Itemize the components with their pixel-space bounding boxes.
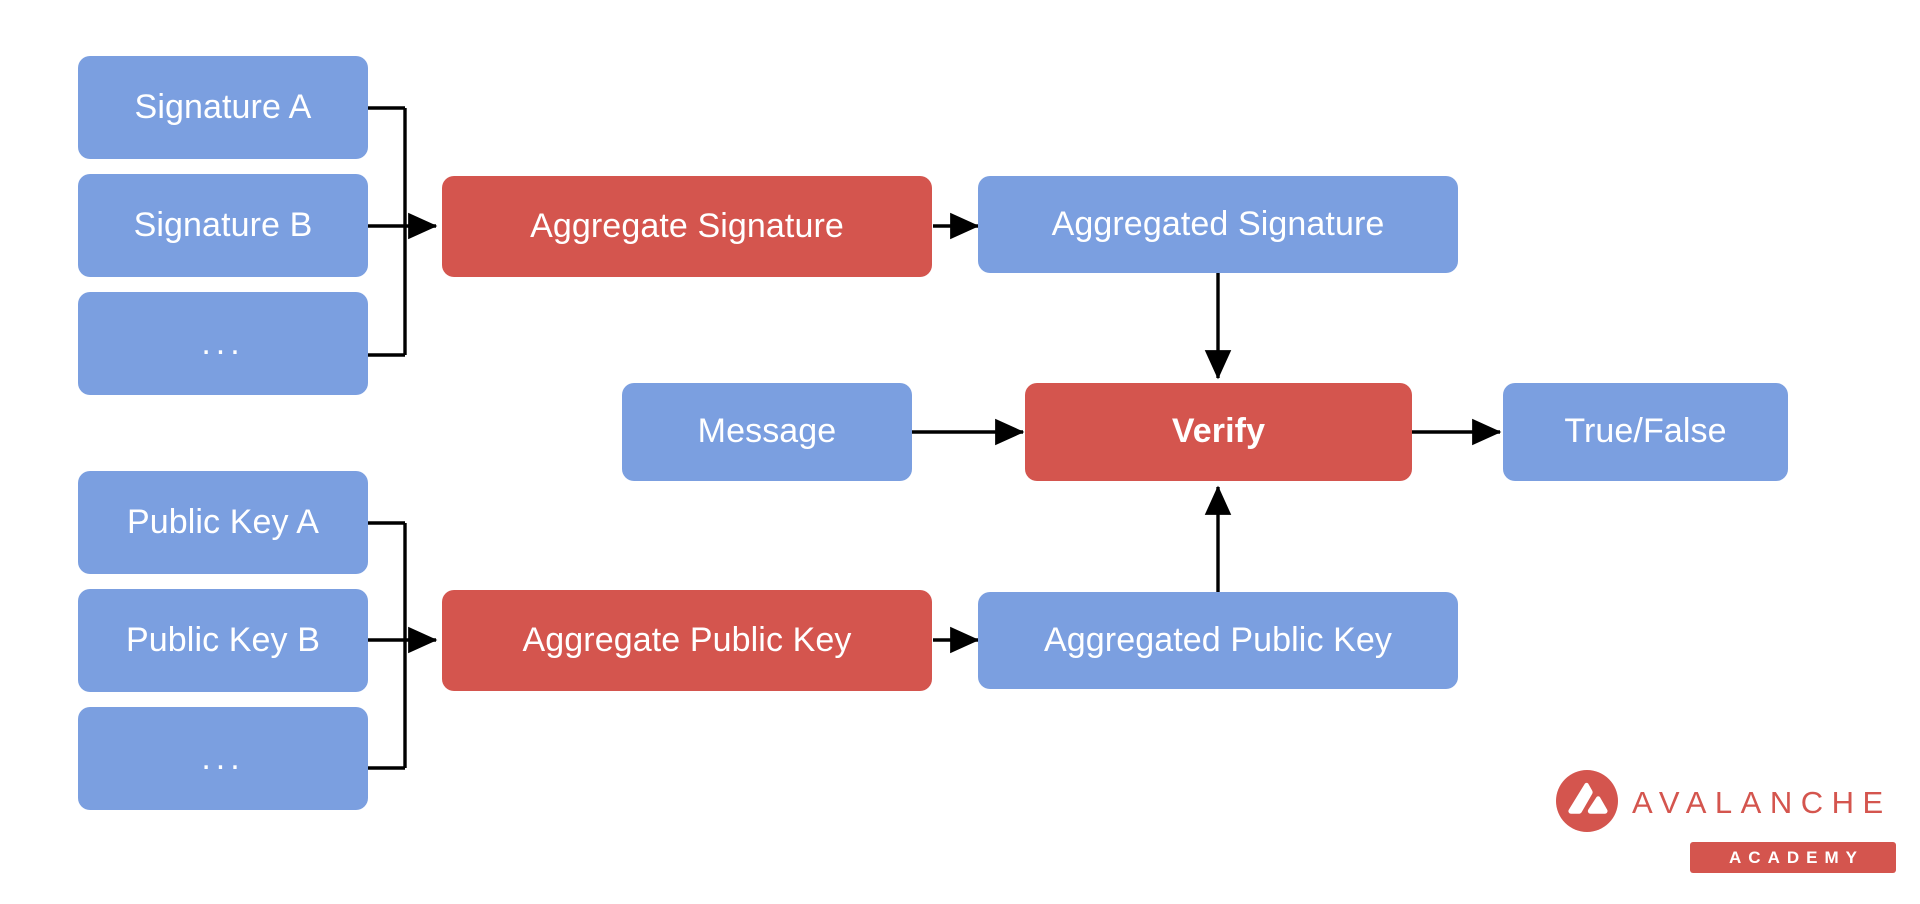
avalanche-logo-icon	[1556, 770, 1618, 832]
brand-sub-label: ACADEMY	[1690, 842, 1896, 873]
node-result[interactable]: True/False	[1503, 383, 1788, 481]
node-aggregate-signature[interactable]: Aggregate Signature	[442, 176, 932, 277]
node-signature-more[interactable]: ...	[78, 292, 368, 395]
node-label: Message	[697, 412, 837, 451]
node-aggregated-signature[interactable]: Aggregated Signature	[978, 176, 1458, 273]
node-label: ...	[201, 323, 245, 362]
node-aggregate-public-key[interactable]: Aggregate Public Key	[442, 590, 932, 691]
node-label: Aggregate Signature	[530, 206, 844, 245]
brand-row: AVALANCHE	[1556, 770, 1892, 832]
node-label: Aggregated Public Key	[1044, 620, 1392, 659]
node-label: Aggregated Signature	[1051, 204, 1385, 243]
node-public-key-b[interactable]: Public Key B	[78, 589, 368, 692]
node-label: Signature A	[134, 87, 312, 126]
node-label: Verify	[1171, 412, 1266, 451]
node-public-key-a[interactable]: Public Key A	[78, 471, 368, 574]
node-verify[interactable]: Verify	[1025, 383, 1412, 481]
node-signature-b[interactable]: Signature B	[78, 174, 368, 277]
node-label: Signature B	[133, 205, 313, 244]
avalanche-academy-logo: AVALANCHE ACADEMY	[1556, 770, 1896, 873]
node-label: ...	[201, 738, 245, 777]
node-label: Aggregate Public Key	[522, 620, 852, 659]
node-label: True/False	[1564, 412, 1727, 451]
node-aggregated-public-key[interactable]: Aggregated Public Key	[978, 592, 1458, 689]
brand-wordmark: AVALANCHE	[1632, 784, 1892, 820]
node-signature-a[interactable]: Signature A	[78, 56, 368, 159]
node-public-key-more[interactable]: ...	[78, 707, 368, 810]
node-label: Public Key B	[126, 620, 320, 659]
node-message[interactable]: Message	[622, 383, 912, 481]
node-label: Public Key A	[126, 502, 320, 541]
